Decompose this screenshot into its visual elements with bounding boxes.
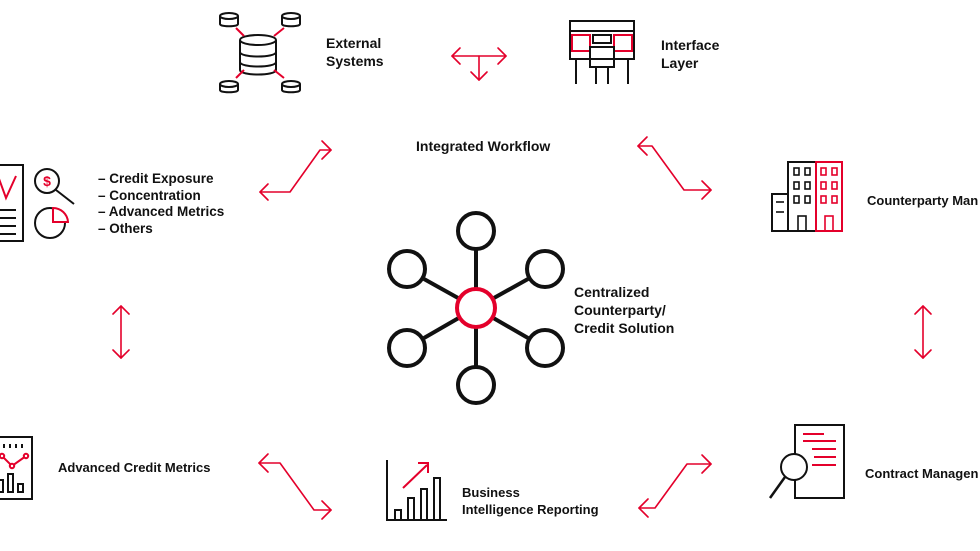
database-network-icon: [219, 12, 301, 94]
counterparty-label: Counterparty Man: [867, 193, 979, 208]
interface-label-line1: Interface: [661, 37, 720, 53]
center-title-line3: Credit Solution: [574, 320, 675, 336]
center-title-line2: Counterparty/: [574, 302, 666, 318]
risk-report-icon: $: [0, 164, 75, 242]
bi-reporting-label: Business Intelligence Reporting: [462, 484, 599, 518]
center-title: Centralized Counterparty/ Credit Solutio…: [574, 283, 674, 337]
contract-label: Contract Managen: [865, 466, 979, 481]
external-label-line2: Systems: [326, 53, 384, 69]
office-buildings-icon: [771, 161, 843, 232]
connector-advanced-bi: [258, 453, 332, 520]
bi-label-line1: Business: [462, 485, 520, 500]
connector-counterparty-contract: [914, 305, 932, 359]
connector-external-interface: [451, 47, 507, 81]
line-chart-dashboard-icon: [0, 436, 33, 500]
connector-workflow-counterparty: [637, 136, 712, 200]
interface-layer-icon: [569, 20, 635, 84]
center-title-line1: Centralized: [574, 284, 650, 300]
risk-metrics-list: – Credit Exposure – Concentration – Adva…: [98, 171, 224, 237]
interface-layer-label: Interface Layer: [661, 36, 719, 72]
external-label-line1: External: [326, 35, 382, 51]
workflow-label: Integrated Workflow: [416, 138, 551, 154]
hub-network-icon: [387, 211, 565, 405]
risk-item: – Credit Exposure: [98, 171, 214, 186]
svg-text:$: $: [43, 173, 51, 189]
contract-search-icon: [768, 424, 845, 499]
bar-chart-growth-icon: [386, 460, 447, 521]
bi-label-line2: Intelligence Reporting: [462, 502, 599, 517]
risk-item: – Advanced Metrics: [98, 204, 225, 219]
connector-risk-workflow: [259, 140, 332, 201]
interface-label-line2: Layer: [661, 55, 699, 71]
advanced-metrics-label: Advanced Credit Metrics: [58, 460, 211, 475]
risk-item: – Others: [98, 220, 153, 236]
external-systems-label: External Systems: [326, 34, 384, 70]
connector-risk-advanced: [112, 305, 130, 359]
connector-bi-contract: [638, 454, 712, 518]
risk-item: – Concentration: [98, 187, 201, 203]
